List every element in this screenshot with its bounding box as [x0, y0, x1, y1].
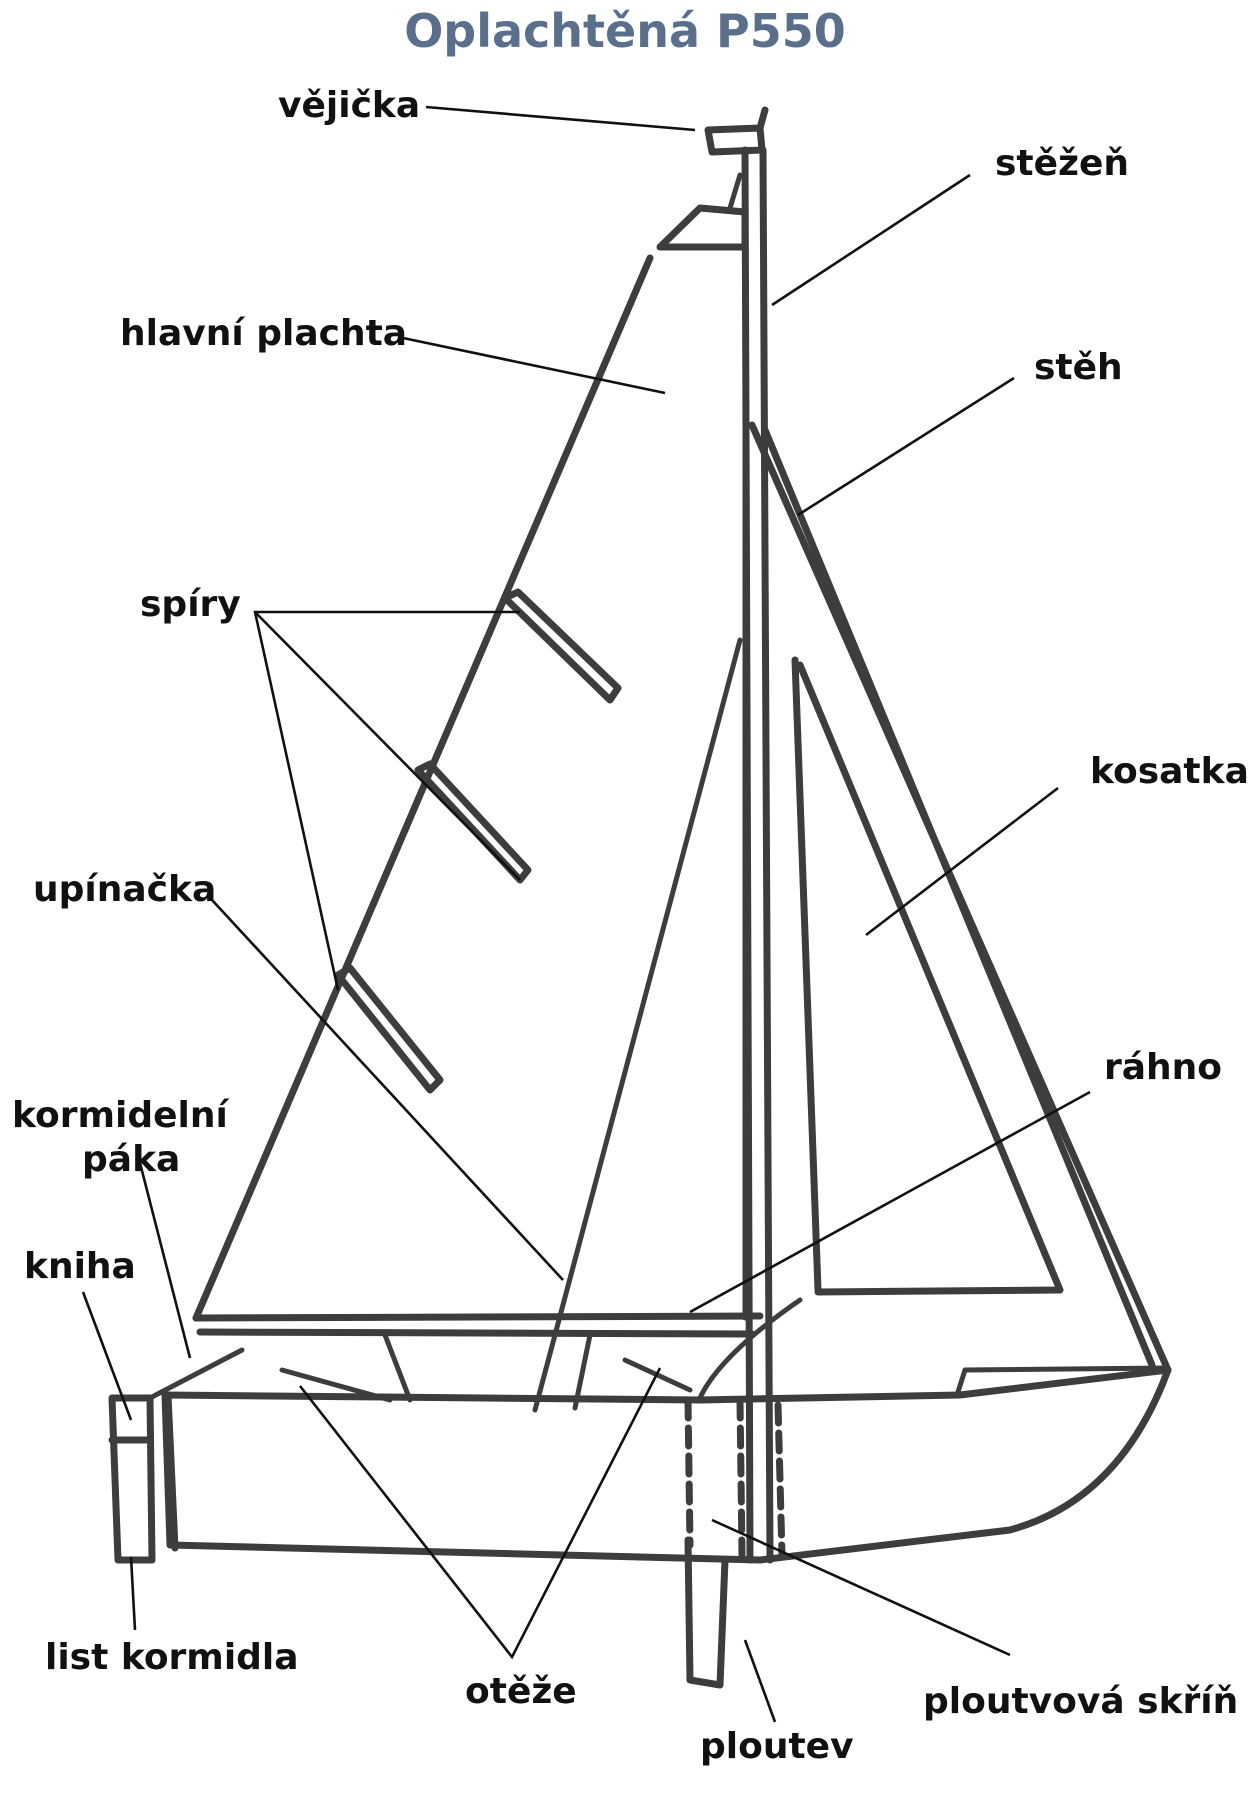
label-kormidelni: kormidelní: [12, 1095, 228, 1136]
sheet-left-drawing: [279, 1367, 393, 1403]
label-oteze: otěže: [465, 1671, 577, 1712]
leader-lines: [81, 105, 1091, 1723]
label-kniha: kniha: [24, 1246, 136, 1287]
batten-1-drawing: [501, 588, 622, 704]
mainsail-drawing: [192, 254, 654, 1322]
sailboat-drawing: [108, 106, 1172, 1689]
batten-2-drawing: [414, 760, 532, 884]
label-kosatka: kosatka: [1090, 751, 1249, 792]
label-rahno: ráhno: [1104, 1047, 1223, 1088]
jib-drawing: [748, 421, 1172, 1374]
fin-drawing: [684, 1536, 729, 1689]
diagram-title: Oplachtěná P550: [404, 4, 846, 58]
label-vejicka: vějička: [278, 85, 421, 126]
mast-drawing: [741, 146, 774, 1564]
centreboard-case-drawing: [684, 1396, 786, 1559]
label-ploutvova-skrin: ploutvová skříň: [923, 1681, 1239, 1722]
label-upinacka: upínačka: [33, 869, 217, 910]
label-ploutev: ploutev: [700, 1726, 854, 1767]
boom-drawing: [192, 1312, 764, 1338]
burgee-drawing: [704, 106, 769, 156]
mainsail-head-drawing: [656, 204, 749, 251]
rudder-drawing: [108, 1394, 156, 1564]
hull-drawing: [161, 1366, 1172, 1564]
tiller-drawing: [147, 1347, 245, 1401]
label-spiry: spíry: [140, 584, 241, 625]
label-steh: stěh: [1034, 347, 1123, 388]
label-list-kormidla: list kormidla: [45, 1637, 299, 1678]
label-paka: páka: [82, 1139, 181, 1180]
batten-3-drawing: [334, 964, 444, 1094]
label-stezen: stěžeň: [995, 143, 1130, 184]
label-hlavni-plachta: hlavní plachta: [120, 313, 408, 354]
